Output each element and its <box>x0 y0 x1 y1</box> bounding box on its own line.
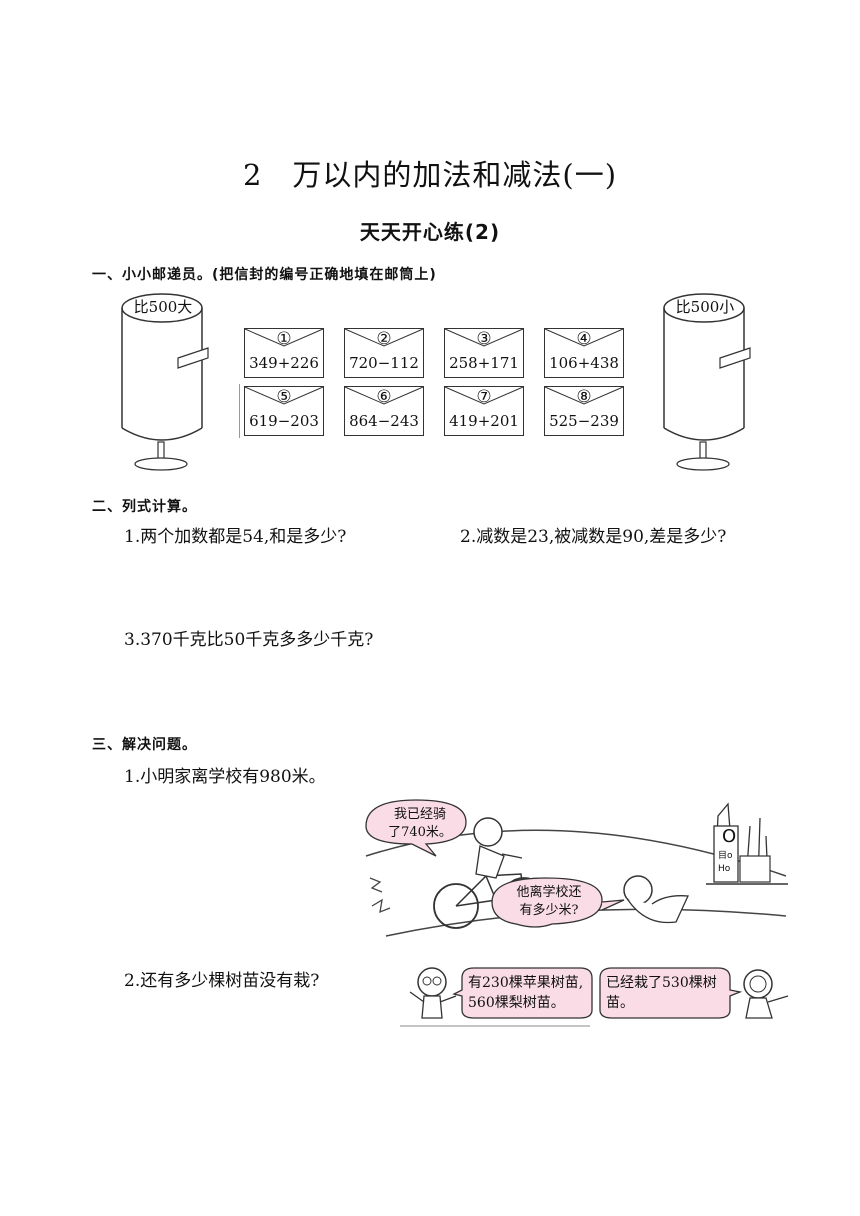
envelope-1: ① 349+226 <box>244 328 324 378</box>
envelope-expression: 525−239 <box>549 412 619 430</box>
envelope-6: ⑥ 864−243 <box>344 386 424 436</box>
building-sign: O <box>722 826 737 847</box>
envelope-3: ③ 258+171 <box>444 328 524 378</box>
envelope-expression: 258+171 <box>449 354 519 372</box>
question-2-2: 2.减数是23,被减数是90,差是多少? <box>460 527 727 547</box>
bubble-1-line-1: 我已经骑 <box>393 807 446 822</box>
envelope-7: ⑦ 419+201 <box>444 386 524 436</box>
mailbox-left-label: 比500大 <box>133 298 193 316</box>
seedling-illustration: 有230棵苹果树苗, 560棵梨树苗。 已经栽了530棵树 苗。 <box>400 962 800 1028</box>
envelope-icon <box>344 328 424 378</box>
envelope-number: ⑦ <box>476 387 492 407</box>
envelope-icon <box>444 386 524 436</box>
envelope-8: ⑧ 525−239 <box>544 386 624 436</box>
envelope-4: ④ 106+438 <box>544 328 624 378</box>
bubble-3-line-1: 有230棵苹果树苗, <box>468 975 584 991</box>
building-text-2: Ho <box>718 864 731 874</box>
envelope-2: ② 720−112 <box>344 328 424 378</box>
cycling-illustration: 我已经骑 了740米。 他离学校还 有多少米? O 目o Ho <box>356 796 796 956</box>
bubble-2-line-2: 有多少米? <box>519 903 579 918</box>
envelope-number: ① <box>276 329 292 349</box>
envelope-number: ④ <box>576 329 592 349</box>
bubble-3-line-2: 560棵梨树苗。 <box>468 995 565 1011</box>
question-2-1: 1.两个加数都是54,和是多少? <box>124 527 347 547</box>
question-3-2: 2.还有多少棵树苗没有栽? <box>124 971 320 991</box>
envelope-expression: 419+201 <box>449 412 519 430</box>
envelope-icon <box>544 328 624 378</box>
envelope-number: ② <box>376 329 392 349</box>
envelope-icon <box>244 386 324 436</box>
section3-heading: 三、解决问题。 <box>92 737 197 753</box>
bubble-2-line-1: 他离学校还 <box>516 885 582 900</box>
mailbox-right-label: 比500小 <box>675 298 735 316</box>
section1-heading: 一、小小邮递员。(把信封的编号正确地填在邮筒上) <box>92 267 437 283</box>
envelope-expression: 864−243 <box>349 412 419 430</box>
envelope-number: ⑤ <box>276 387 292 407</box>
cycling-scene-icon <box>365 799 788 937</box>
question-3-1: 1.小明家离学校有980米。 <box>124 767 326 787</box>
envelope-number: ③ <box>476 329 492 349</box>
building-text-1: 目o <box>718 851 733 861</box>
envelope-number: ⑥ <box>376 387 392 407</box>
envelope-expression: 619−203 <box>249 412 319 430</box>
envelope-number: ⑧ <box>576 387 592 407</box>
divider <box>239 384 240 438</box>
mailbox-right-icon <box>663 293 751 471</box>
envelope-expression: 720−112 <box>349 354 419 372</box>
envelope-icon <box>444 328 524 378</box>
envelope-icon <box>244 328 324 378</box>
envelope-icon <box>544 386 624 436</box>
mailbox-left: 比500大 <box>118 292 218 472</box>
envelope-5: ⑤ 619−203 <box>244 386 324 436</box>
question-2-3: 3.370千克比50千克多多少千克? <box>124 630 374 650</box>
bubble-4-line-1: 已经栽了530棵树 <box>606 975 717 991</box>
page-subtitle: 天天开心练(2) <box>359 220 501 244</box>
mailbox-right: 比500小 <box>660 292 760 472</box>
seedling-scene-icon <box>400 967 789 1027</box>
bubble-1-line-2: 了740米。 <box>388 825 452 840</box>
page-title: 2 万以内的加法和减法(一) <box>242 158 618 192</box>
envelope-icon <box>344 386 424 436</box>
section2-heading: 二、列式计算。 <box>92 499 197 515</box>
envelope-expression: 349+226 <box>249 354 319 372</box>
bubble-4-line-2: 苗。 <box>606 995 634 1011</box>
envelope-expression: 106+438 <box>549 354 619 372</box>
mailbox-left-icon <box>121 293 209 471</box>
